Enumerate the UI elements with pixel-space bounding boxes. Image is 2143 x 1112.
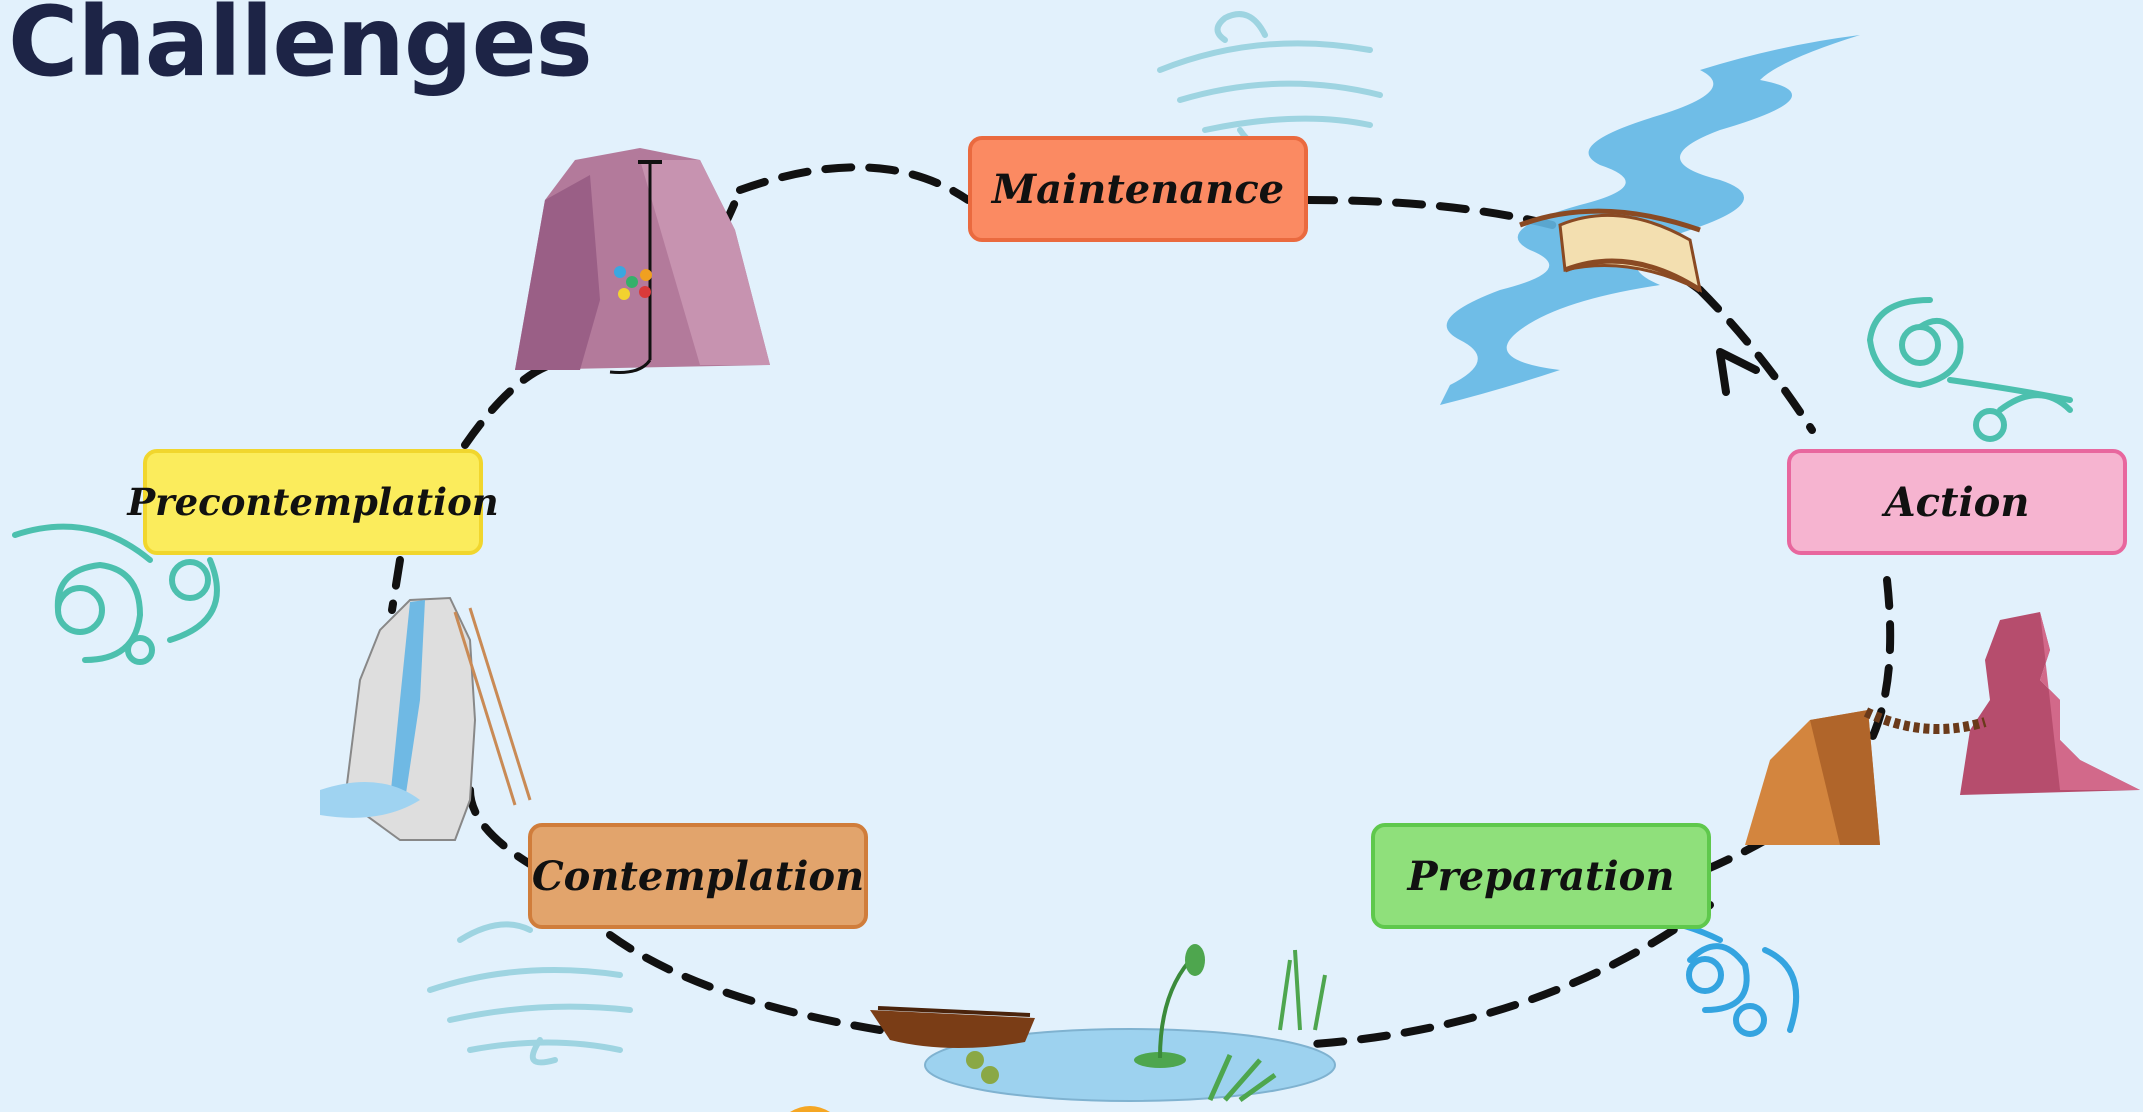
wind-swirl-icon [1160,14,1380,150]
path-segment [1700,290,1812,430]
stage-precontemplation[interactable]: Precontemplation [143,449,483,555]
stage-label: Contemplation [532,853,864,900]
stage-preparation[interactable]: Preparation [1371,823,1711,929]
arrowhead-icon [1720,352,1756,392]
stage-label: Action [1885,479,2030,526]
stage-maintenance[interactable]: Maintenance [968,136,1308,242]
path-segment [392,560,400,610]
wind-swirl-icon [1590,918,1796,1035]
stage-label: Precontemplation [127,480,498,524]
rope-bridge-cliffs-icon [1745,612,2140,845]
stage-label: Maintenance [992,166,1284,213]
pond-boat-icon [870,944,1335,1101]
river-bridge-icon [1440,35,1860,405]
orange-shape-icon [790,1106,830,1112]
wind-swirl-icon [1870,300,2070,439]
waterfall-ladder-icon [320,598,530,840]
path-segment [740,167,968,200]
stage-contemplation[interactable]: Contemplation [528,823,868,929]
wind-swirl-icon [430,924,630,1062]
stage-action[interactable]: Action [1787,449,2127,555]
stage-label: Preparation [1408,853,1675,900]
path-segment [610,935,880,1030]
path-segment [465,365,550,445]
climbing-rock-icon [515,148,770,373]
